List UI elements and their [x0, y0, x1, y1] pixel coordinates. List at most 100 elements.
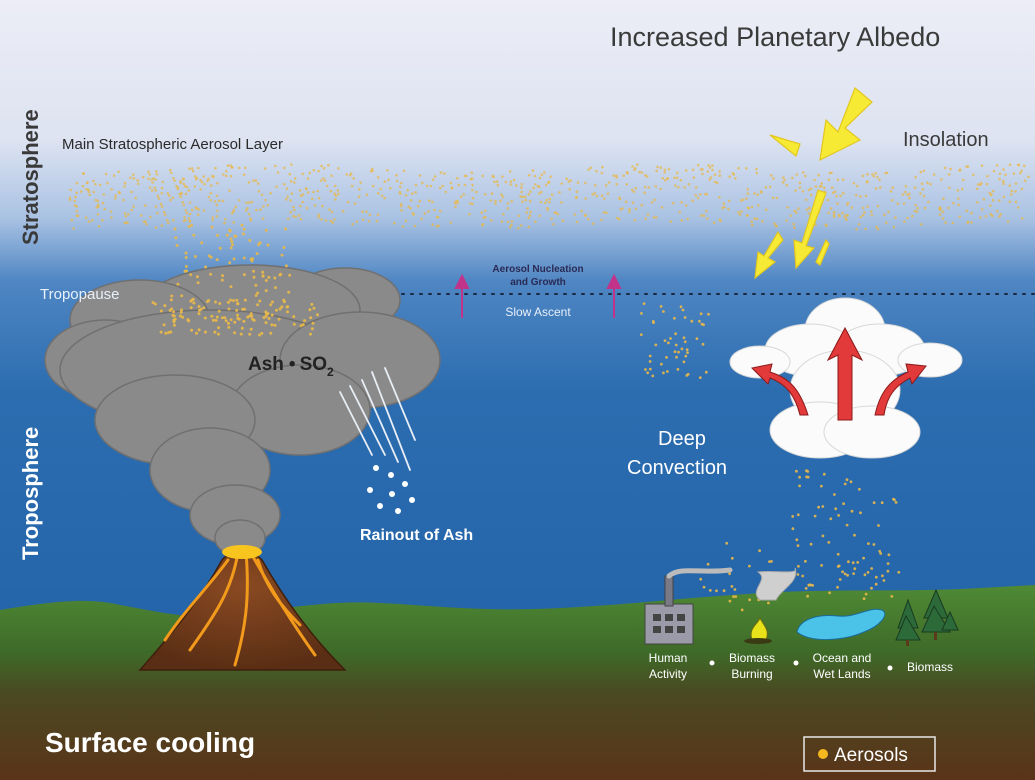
aerosol-dot — [316, 189, 320, 193]
aerosol-dot — [712, 221, 716, 225]
insolation-arrows — [754, 87, 873, 280]
aerosol-dot — [197, 208, 200, 211]
aerosol-dot — [1002, 179, 1005, 183]
aerosol-dot — [395, 179, 399, 183]
aerosol-dot — [801, 190, 805, 193]
aerosol-dot — [97, 225, 101, 228]
aerosol-dot — [441, 184, 444, 188]
aerosol-dot — [132, 177, 136, 180]
aerosol-dot — [287, 217, 290, 221]
aerosol-dot — [308, 171, 312, 175]
aerosol-dot — [490, 192, 494, 195]
aerosol-dot — [508, 170, 512, 173]
aerosol-dot — [242, 273, 246, 277]
aerosol-dot — [795, 211, 798, 214]
aerosol-dot — [234, 234, 238, 238]
aerosol-dot — [184, 192, 188, 196]
aerosol-dot — [600, 194, 604, 197]
aerosol-dot — [299, 194, 303, 197]
aerosol-dot — [871, 173, 874, 176]
aerosol-dot — [902, 202, 906, 205]
aerosol-dot — [775, 196, 779, 200]
aerosol-dot — [951, 221, 955, 225]
aerosol-dot — [671, 201, 675, 205]
aerosol-dot — [274, 164, 277, 168]
aerosol-dot — [655, 169, 658, 173]
aerosol-dot — [123, 185, 126, 188]
aerosol-dot — [123, 181, 127, 185]
so2-subscript: 2 — [327, 365, 334, 379]
aerosol-dot — [753, 217, 756, 220]
aerosol-dot — [1023, 164, 1026, 168]
aerosol-dot — [417, 204, 420, 208]
aerosol-dot — [676, 368, 680, 371]
aerosol-dot — [249, 327, 253, 331]
aerosol-dot — [420, 217, 423, 221]
aerosol-dot — [836, 202, 839, 205]
aerosol-dot — [527, 193, 531, 196]
aerosol-dot — [244, 209, 248, 212]
aerosol-dot — [92, 190, 96, 194]
aerosol-dot — [728, 175, 731, 178]
aerosol-dot — [881, 574, 884, 578]
aerosol-dot — [169, 298, 173, 302]
aerosol-dot — [215, 194, 219, 198]
aerosol-dot — [1014, 190, 1017, 193]
aerosol-dot — [285, 187, 289, 190]
aerosol-dot — [216, 332, 220, 336]
source-burning-line1: Biomass — [729, 651, 775, 665]
aerosol-dot — [646, 371, 650, 375]
aerosol-dot — [217, 309, 221, 313]
aerosol-dot — [75, 181, 79, 185]
aerosol-dot — [376, 213, 380, 216]
aerosol-dot — [669, 220, 673, 223]
aerosol-dot — [536, 184, 540, 188]
aerosol-dot — [284, 264, 288, 268]
aerosol-dot — [825, 224, 828, 228]
aerosol-dot — [87, 220, 91, 223]
aerosol-dot — [330, 210, 334, 214]
aerosol-dot — [184, 265, 188, 268]
aerosol-dot — [740, 210, 743, 213]
aerosol-dot — [750, 205, 754, 209]
aerosol-dot — [793, 209, 796, 213]
aerosol-dot — [150, 189, 154, 192]
aerosol-dot — [678, 211, 682, 214]
aerosol-dot — [927, 200, 930, 204]
aerosol-dot — [323, 179, 327, 182]
aerosol-dot — [861, 174, 865, 178]
aerosol-dot — [264, 321, 268, 325]
aerosol-dot — [1023, 179, 1027, 182]
aerosol-dot — [625, 183, 628, 186]
aerosol-dot — [665, 356, 668, 359]
aerosol-dot — [269, 331, 273, 335]
aerosol-dot — [167, 331, 171, 334]
aerosol-dot — [859, 195, 862, 198]
aerosol-dot — [371, 184, 375, 188]
aerosol-dot — [132, 205, 135, 208]
aerosol-dot — [673, 176, 676, 180]
aerosol-dot — [970, 221, 973, 224]
aerosol-dot — [702, 585, 706, 589]
aerosol-dot — [691, 168, 695, 172]
aerosol-dot — [91, 218, 94, 222]
aerosol-dot — [852, 572, 855, 575]
aerosol-dot — [569, 179, 572, 182]
aerosol-dot — [975, 187, 979, 191]
aerosol-dot — [699, 577, 703, 581]
aerosol-dot — [774, 224, 777, 228]
aerosol-dot — [922, 169, 926, 173]
aerosol-dot — [260, 331, 264, 335]
aerosol-dot — [193, 255, 197, 258]
aerosol-dot — [312, 306, 316, 310]
aerosol-dot — [920, 182, 924, 185]
aerosol-dot — [683, 186, 686, 189]
aerosol-dot — [791, 176, 794, 180]
aerosol-dot — [589, 166, 593, 170]
aerosol-dot — [170, 171, 173, 175]
aerosol-dot — [757, 204, 760, 207]
aerosol-dot — [728, 599, 732, 603]
aerosol-dot — [214, 300, 217, 304]
aerosol-dot — [836, 552, 840, 556]
aerosol-dot — [841, 211, 844, 215]
